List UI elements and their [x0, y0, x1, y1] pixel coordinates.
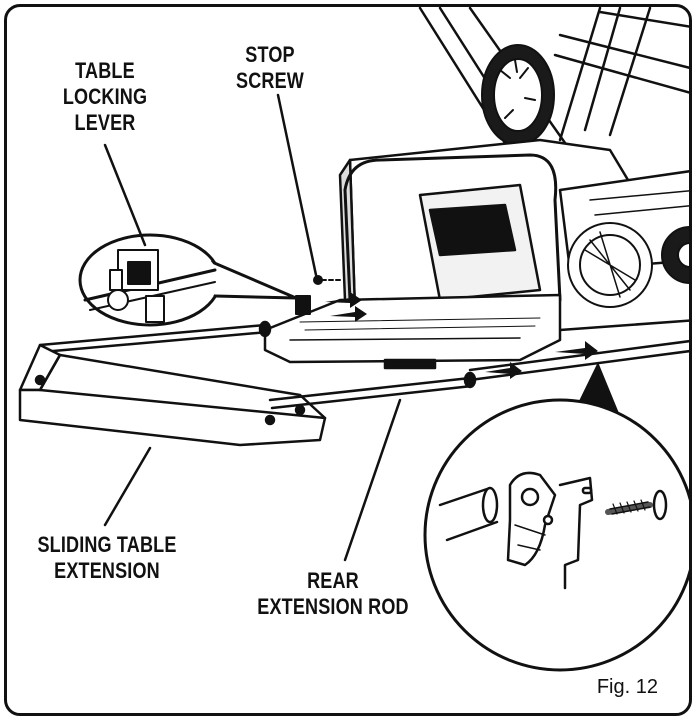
label-line: EXTENSION [54, 558, 160, 583]
handle-rail [343, 153, 562, 302]
label-line: LOCKING [62, 84, 148, 109]
label-line: EXTENSION ROD [257, 594, 409, 619]
label-line: LEVER [74, 110, 136, 135]
sliding-table [263, 293, 562, 370]
sliding-table-extension [18, 343, 327, 447]
leader-lines [103, 93, 402, 562]
label-line: REAR [307, 568, 359, 593]
locking-lever-part [295, 295, 311, 315]
label-table-locking-lever: TABLE LOCKING LEVER [60, 58, 150, 136]
stop-screw-part [313, 275, 341, 285]
label-line: STOP [245, 42, 295, 67]
figure-caption: Fig. 12 [596, 676, 658, 698]
rod-detail-callout [423, 362, 689, 672]
locking-lever-zoom [83, 249, 217, 323]
label-line: SCREW [236, 68, 304, 93]
blade-guard [567, 222, 689, 308]
wheel [481, 44, 555, 146]
extension-rods [38, 320, 689, 410]
label-line: TABLE [75, 58, 135, 83]
label-sliding-table-extension: SLIDING TABLE EXTENSION [21, 532, 193, 584]
label-rear-extension-rod: REAR EXTENSION ROD [247, 568, 419, 620]
insertion-arrows [325, 292, 598, 379]
label-line: SLIDING TABLE [37, 532, 177, 557]
rod-detail-zoom [438, 471, 668, 590]
label-stop-screw: STOP SCREW [229, 42, 311, 94]
